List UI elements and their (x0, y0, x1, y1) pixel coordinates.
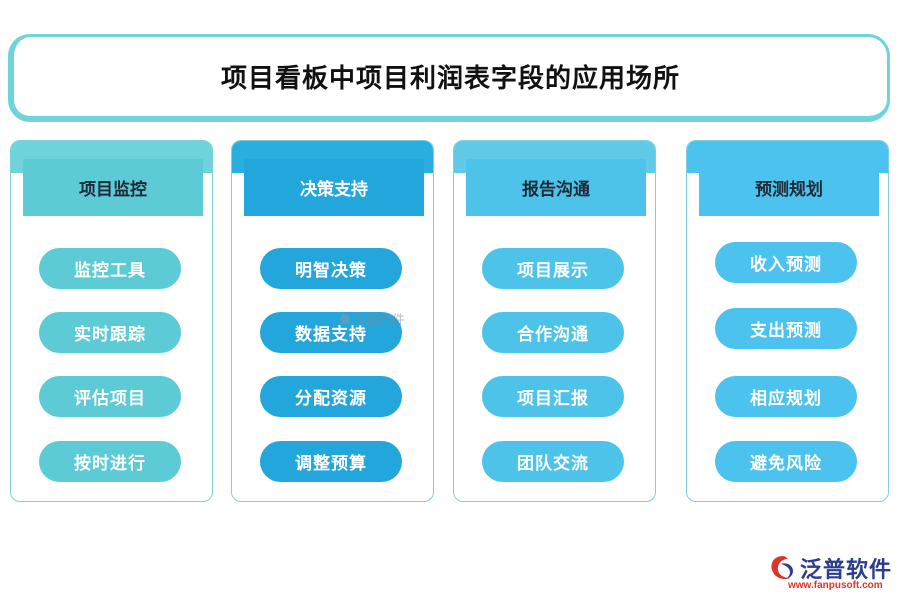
item-pill: 相应规划 (715, 376, 857, 417)
item-pill: 实时跟踪 (39, 312, 181, 353)
brand-logo[interactable]: 泛普软件 www.fanpusoft.com (764, 550, 894, 596)
column-header: 报告沟通 (466, 159, 646, 216)
item-pill: 监控工具 (39, 248, 181, 289)
column-project-monitoring: 项目监控 监控工具 实时跟踪 评估项目 按时进行 (10, 140, 213, 502)
fanpu-logo-icon (771, 556, 793, 580)
item-pill: 按时进行 (39, 441, 181, 482)
item-pill: 分配资源 (260, 376, 402, 417)
column-forecast-planning: 预测规划 收入预测 支出预测 相应规划 避免风险 (686, 140, 889, 502)
watermark: 泛普软件 (340, 309, 405, 328)
item-pill: 收入预测 (715, 242, 857, 283)
page-title: 项目看板中项目利润表字段的应用场所 (220, 64, 680, 94)
item-pill: 合作沟通 (482, 312, 624, 353)
item-pill: 避免风险 (715, 441, 857, 482)
column-header: 决策支持 (244, 159, 424, 216)
column-header: 项目监控 (23, 159, 203, 216)
item-pill: 数据支持 (260, 312, 402, 353)
title-banner: 项目看板中项目利润表字段的应用场所 (8, 34, 890, 122)
logo-name: 泛普软件 (800, 558, 893, 583)
logo-url: www.fanpusoft.com (788, 580, 883, 591)
watermark-logo-icon (340, 313, 350, 324)
column-header: 预测规划 (699, 159, 879, 216)
item-pill: 项目汇报 (482, 376, 624, 417)
item-pill: 调整预算 (260, 441, 402, 482)
item-pill: 团队交流 (482, 441, 624, 482)
item-pill: 评估项目 (39, 376, 181, 417)
item-pill: 支出预测 (715, 308, 857, 349)
column-decision-support: 决策支持 明智决策 数据支持 分配资源 调整预算 (231, 140, 434, 502)
item-pill: 明智决策 (260, 248, 402, 289)
watermark-text: 泛普软件 (353, 313, 406, 328)
column-report-communication: 报告沟通 项目展示 合作沟通 项目汇报 团队交流 (453, 140, 656, 502)
item-pill: 项目展示 (482, 248, 624, 289)
